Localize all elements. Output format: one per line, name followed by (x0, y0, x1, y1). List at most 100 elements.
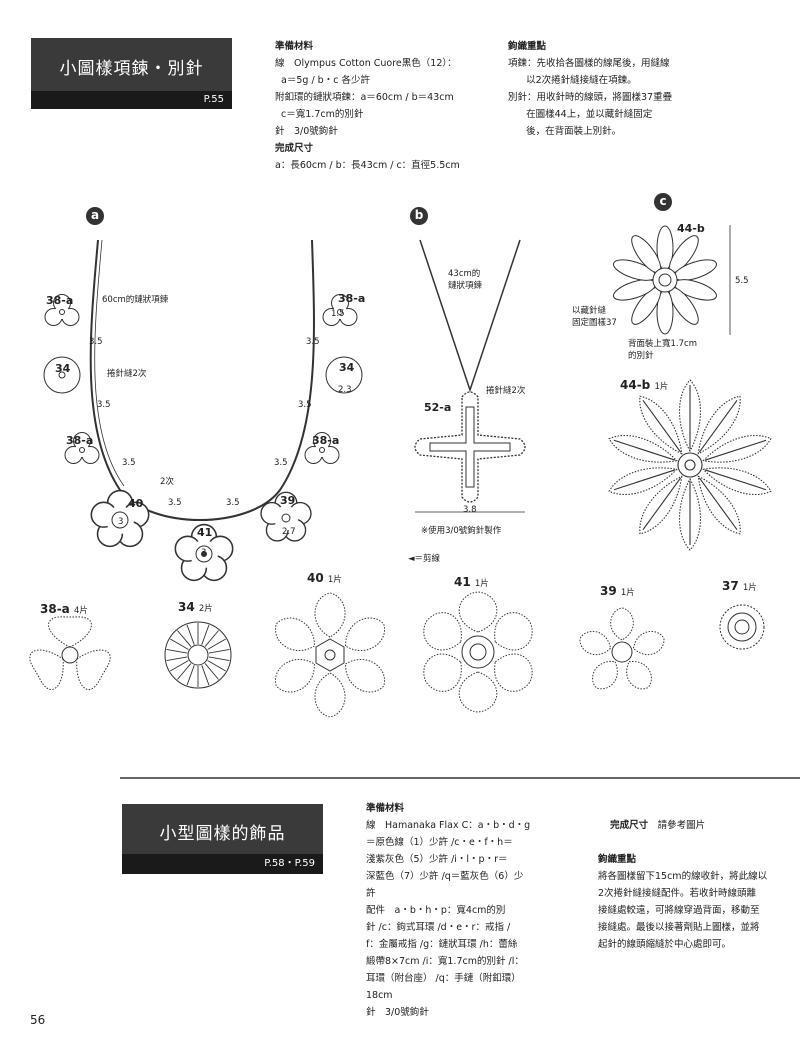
points-line: 在圖樣44上，並以藏針縫固定 (508, 109, 653, 120)
materials-line: c＝寬1.7cm的別針 (275, 109, 364, 120)
section1-page-ref: P.55 (31, 91, 232, 109)
motif-34: 34 (339, 361, 355, 374)
chart-37 (719, 604, 765, 650)
materials-line: 針 3/0號鉤針 (366, 1007, 429, 1018)
materials-line: 淺紫灰色（5）少許 /i・l・p・r＝ (366, 854, 508, 865)
dim-label: 3.5 (306, 337, 320, 347)
section1-title: 小圖樣項鍊・別針 (59, 59, 204, 79)
materials-heading: 準備材料 (366, 803, 405, 814)
size-line: a：長60cm / b：長43cm / c：直徑5.5cm (275, 160, 460, 171)
materials-line: a＝5g / b・c 各少許 (275, 75, 370, 86)
section2-title-box: 小型圖樣的飾品 (122, 804, 323, 854)
materials-line: 針 3/0號鉤針 (275, 126, 338, 137)
points-line: 以2次捲針縫接縫在項鍊。 (508, 75, 637, 86)
materials-line: 配件 a・b・h・p：寬4cm的別 (366, 905, 506, 916)
dim-label: 3.5 (226, 498, 240, 508)
cut-legend-text: ＝剪線 (414, 554, 441, 564)
motif-34: 34 (55, 362, 71, 375)
materials-line: 針 /c：鉤式耳環 /d・e・r：戒指 / (366, 922, 511, 933)
points-line: 將各圖樣留下15cm的線收針，將此線以 (598, 871, 768, 882)
fix-label: 以藏針縫 固定圖樣37 (572, 306, 617, 328)
chart-id: 38-a (40, 602, 70, 616)
dim-label: 3 (201, 548, 207, 558)
dim-label: 1.5 (331, 309, 345, 319)
motif-38a: 38-a (312, 434, 340, 447)
chart-count: 2片 (198, 604, 213, 614)
points-line: 2次捲針縫接縫配件。若收針時線頭離 (598, 888, 757, 899)
points-heading: 鉤織重點 (508, 41, 547, 52)
section1-title-box: 小圖樣項鍊・別針 (31, 38, 232, 91)
label-a-badge: a (86, 207, 104, 225)
chart-id: 44-b (620, 378, 651, 392)
materials-line: ＝原色線（1）少許 /c・e・f・h＝ (366, 837, 513, 848)
brooch-c-flower (612, 225, 718, 335)
chart-34 (164, 621, 232, 689)
chart-count: 1片 (474, 579, 489, 589)
chart-id: 39 (600, 584, 617, 598)
whip-b-label: 捲針縫2次 (486, 386, 526, 396)
label-b-badge: b (410, 207, 428, 225)
cut-legend: ◄＝剪線 (408, 552, 440, 564)
necklace-a-chain (89, 239, 315, 521)
section1-points: 鉤織重點 項鍊：先收拾各圖樣的線尾後，用縫線 以2次捲針縫接縫在項鍊。 別針：用… (508, 38, 738, 140)
label-c-badge: c (654, 193, 672, 211)
points-line: 起針的線頭縮縫於中心處即可。 (598, 939, 732, 950)
materials-line: 許 (366, 888, 376, 899)
materials-line: 線 Olympus Cotton Cuore黑色（12）： (275, 58, 457, 69)
chart-heading-34: 34 2片 (178, 600, 213, 614)
chart-id: 41 (454, 575, 471, 589)
cut-arrow-icon: ◄ (408, 554, 415, 564)
chart-id: 40 (307, 571, 324, 585)
motif-41: 41 (197, 526, 213, 539)
materials-line: 緞帶8×7cm /i：寬1.7cm的別針 /l： (366, 956, 524, 967)
points-heading: 鉤織重點 (598, 854, 637, 865)
chart-40 (274, 592, 386, 718)
dim-label: 2.3 (338, 385, 352, 395)
section2-title: 小型圖樣的飾品 (159, 824, 286, 844)
materials-heading: 準備材料 (275, 41, 314, 52)
dim-label: 3 (118, 517, 124, 527)
width-label: 3.8 (463, 505, 477, 515)
chart-count: 1片 (620, 588, 635, 598)
necklace-a-motifs (43, 294, 363, 582)
points-line: 接縫處較遠，可將線穿過背面，移動至 (598, 905, 760, 916)
chart-heading-40: 40 1片 (307, 571, 342, 585)
chart-count: 4片 (73, 606, 88, 616)
chart-38a (29, 616, 111, 691)
motif-38a: 38-a (46, 294, 74, 307)
size-heading: 完成尺寸 (275, 143, 314, 154)
materials-line: f：金屬戒指 /g：鏈狀耳環 /h：蕾絲 (366, 939, 518, 950)
section1-materials: 準備材料 線 Olympus Cotton Cuore黑色（12）： a＝5g … (275, 38, 495, 174)
dim-label: 3.5 (97, 400, 111, 410)
pendant-b-chain (419, 239, 521, 393)
motif-52a: 52-a (424, 401, 452, 414)
hook-note: ※使用3/0號鉤針製作 (421, 526, 502, 536)
whip-a-label: 捲針縫2次 (107, 369, 147, 379)
size-value: 請參考圖片 (657, 820, 706, 831)
materials-line: 耳環（附台座） /q：手鏈（附釦環） (366, 973, 521, 984)
twice-label: 2次 (160, 477, 174, 487)
points-line: 後，在背面裝上別針。 (508, 126, 622, 137)
pendant-b-motif (414, 391, 526, 503)
dim-label: 3.5 (168, 498, 182, 508)
materials-line: 深藍色（7）少許 /q＝藍灰色（6）少 (366, 871, 524, 882)
chart-heading-37: 37 1片 (722, 579, 757, 593)
size-row: 完成尺寸 請參考圖片 (598, 800, 798, 851)
motif-39: 39 (280, 494, 296, 507)
dim-label: 3.5 (274, 458, 288, 468)
materials-line: 18cm (366, 990, 393, 1001)
chain-a-label: 60cm的鏈狀項鍊 (102, 295, 169, 305)
chart-id: 34 (178, 600, 195, 614)
materials-line: 附釦環的鏈狀項鍊：a＝60cm / b＝43cm (275, 92, 454, 103)
chart-41 (423, 591, 533, 713)
points-line: 接縫處。最後以接著劑貼上圖樣，並將 (598, 922, 760, 933)
chart-count: 1片 (327, 575, 342, 585)
chart-39 (579, 607, 665, 690)
chart-44b (608, 379, 772, 551)
motif-40: 40 (128, 497, 144, 510)
chart-count: 1片 (742, 583, 757, 593)
chart-id: 37 (722, 579, 739, 593)
motif-38a: 38-a (338, 292, 366, 305)
page-number: 56 (30, 1013, 46, 1027)
points-line: 別針：用收針時的線頭，將圖樣37重疊 (508, 92, 673, 103)
